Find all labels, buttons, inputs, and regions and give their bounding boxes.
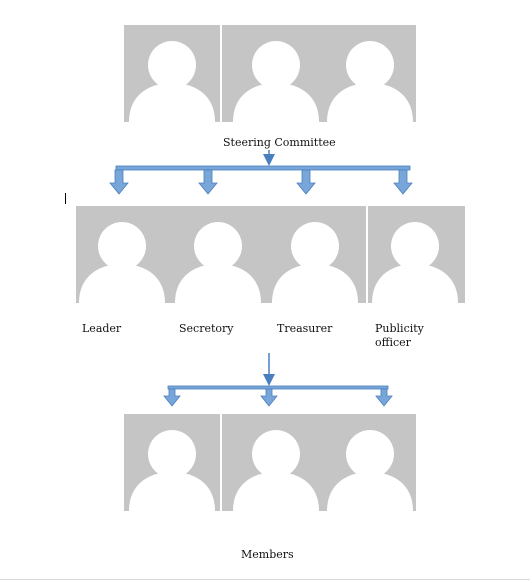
role-label-treasurer: Treasurer bbox=[277, 322, 333, 335]
down-arrow-icon bbox=[375, 388, 393, 407]
photo-divider bbox=[366, 206, 368, 303]
person-silhouette-icon bbox=[175, 222, 261, 303]
person-silhouette-icon bbox=[327, 430, 413, 511]
role-label-publicity-officer: Publicity officer bbox=[375, 322, 424, 350]
person-silhouette-icon bbox=[129, 430, 215, 511]
officers-photos bbox=[76, 206, 465, 303]
role-label-publicity-line1: Publicity bbox=[375, 322, 424, 335]
down-arrow-icon bbox=[198, 169, 218, 195]
steering-to-officers-connector bbox=[115, 150, 411, 171]
person-silhouette-icon bbox=[79, 222, 165, 303]
members-label: Members bbox=[241, 548, 294, 561]
person-silhouette-icon bbox=[272, 222, 358, 303]
person-silhouette-icon bbox=[327, 41, 413, 122]
photo-divider bbox=[220, 25, 222, 122]
role-label-secretory: Secretory bbox=[179, 322, 234, 335]
down-arrow-icon bbox=[163, 388, 181, 407]
role-label-publicity-line2: officer bbox=[375, 336, 411, 349]
person-silhouette-icon bbox=[129, 41, 215, 122]
role-label-leader: Leader bbox=[82, 322, 122, 335]
down-arrow-icon bbox=[260, 388, 278, 407]
down-arrow-icon bbox=[393, 169, 413, 195]
down-arrow-icon bbox=[109, 169, 129, 195]
members-photos bbox=[124, 414, 416, 511]
steering-committee-photos bbox=[124, 25, 416, 122]
person-silhouette-icon bbox=[372, 222, 458, 303]
officers-to-members-connector bbox=[167, 353, 389, 390]
down-arrow-icon bbox=[296, 169, 316, 195]
page-edge bbox=[0, 579, 530, 580]
photo-divider bbox=[220, 414, 222, 511]
person-silhouette-icon bbox=[233, 430, 319, 511]
text-cursor bbox=[65, 193, 66, 204]
person-silhouette-icon bbox=[233, 41, 319, 122]
steering-committee-label: Steering Committee bbox=[223, 136, 336, 149]
